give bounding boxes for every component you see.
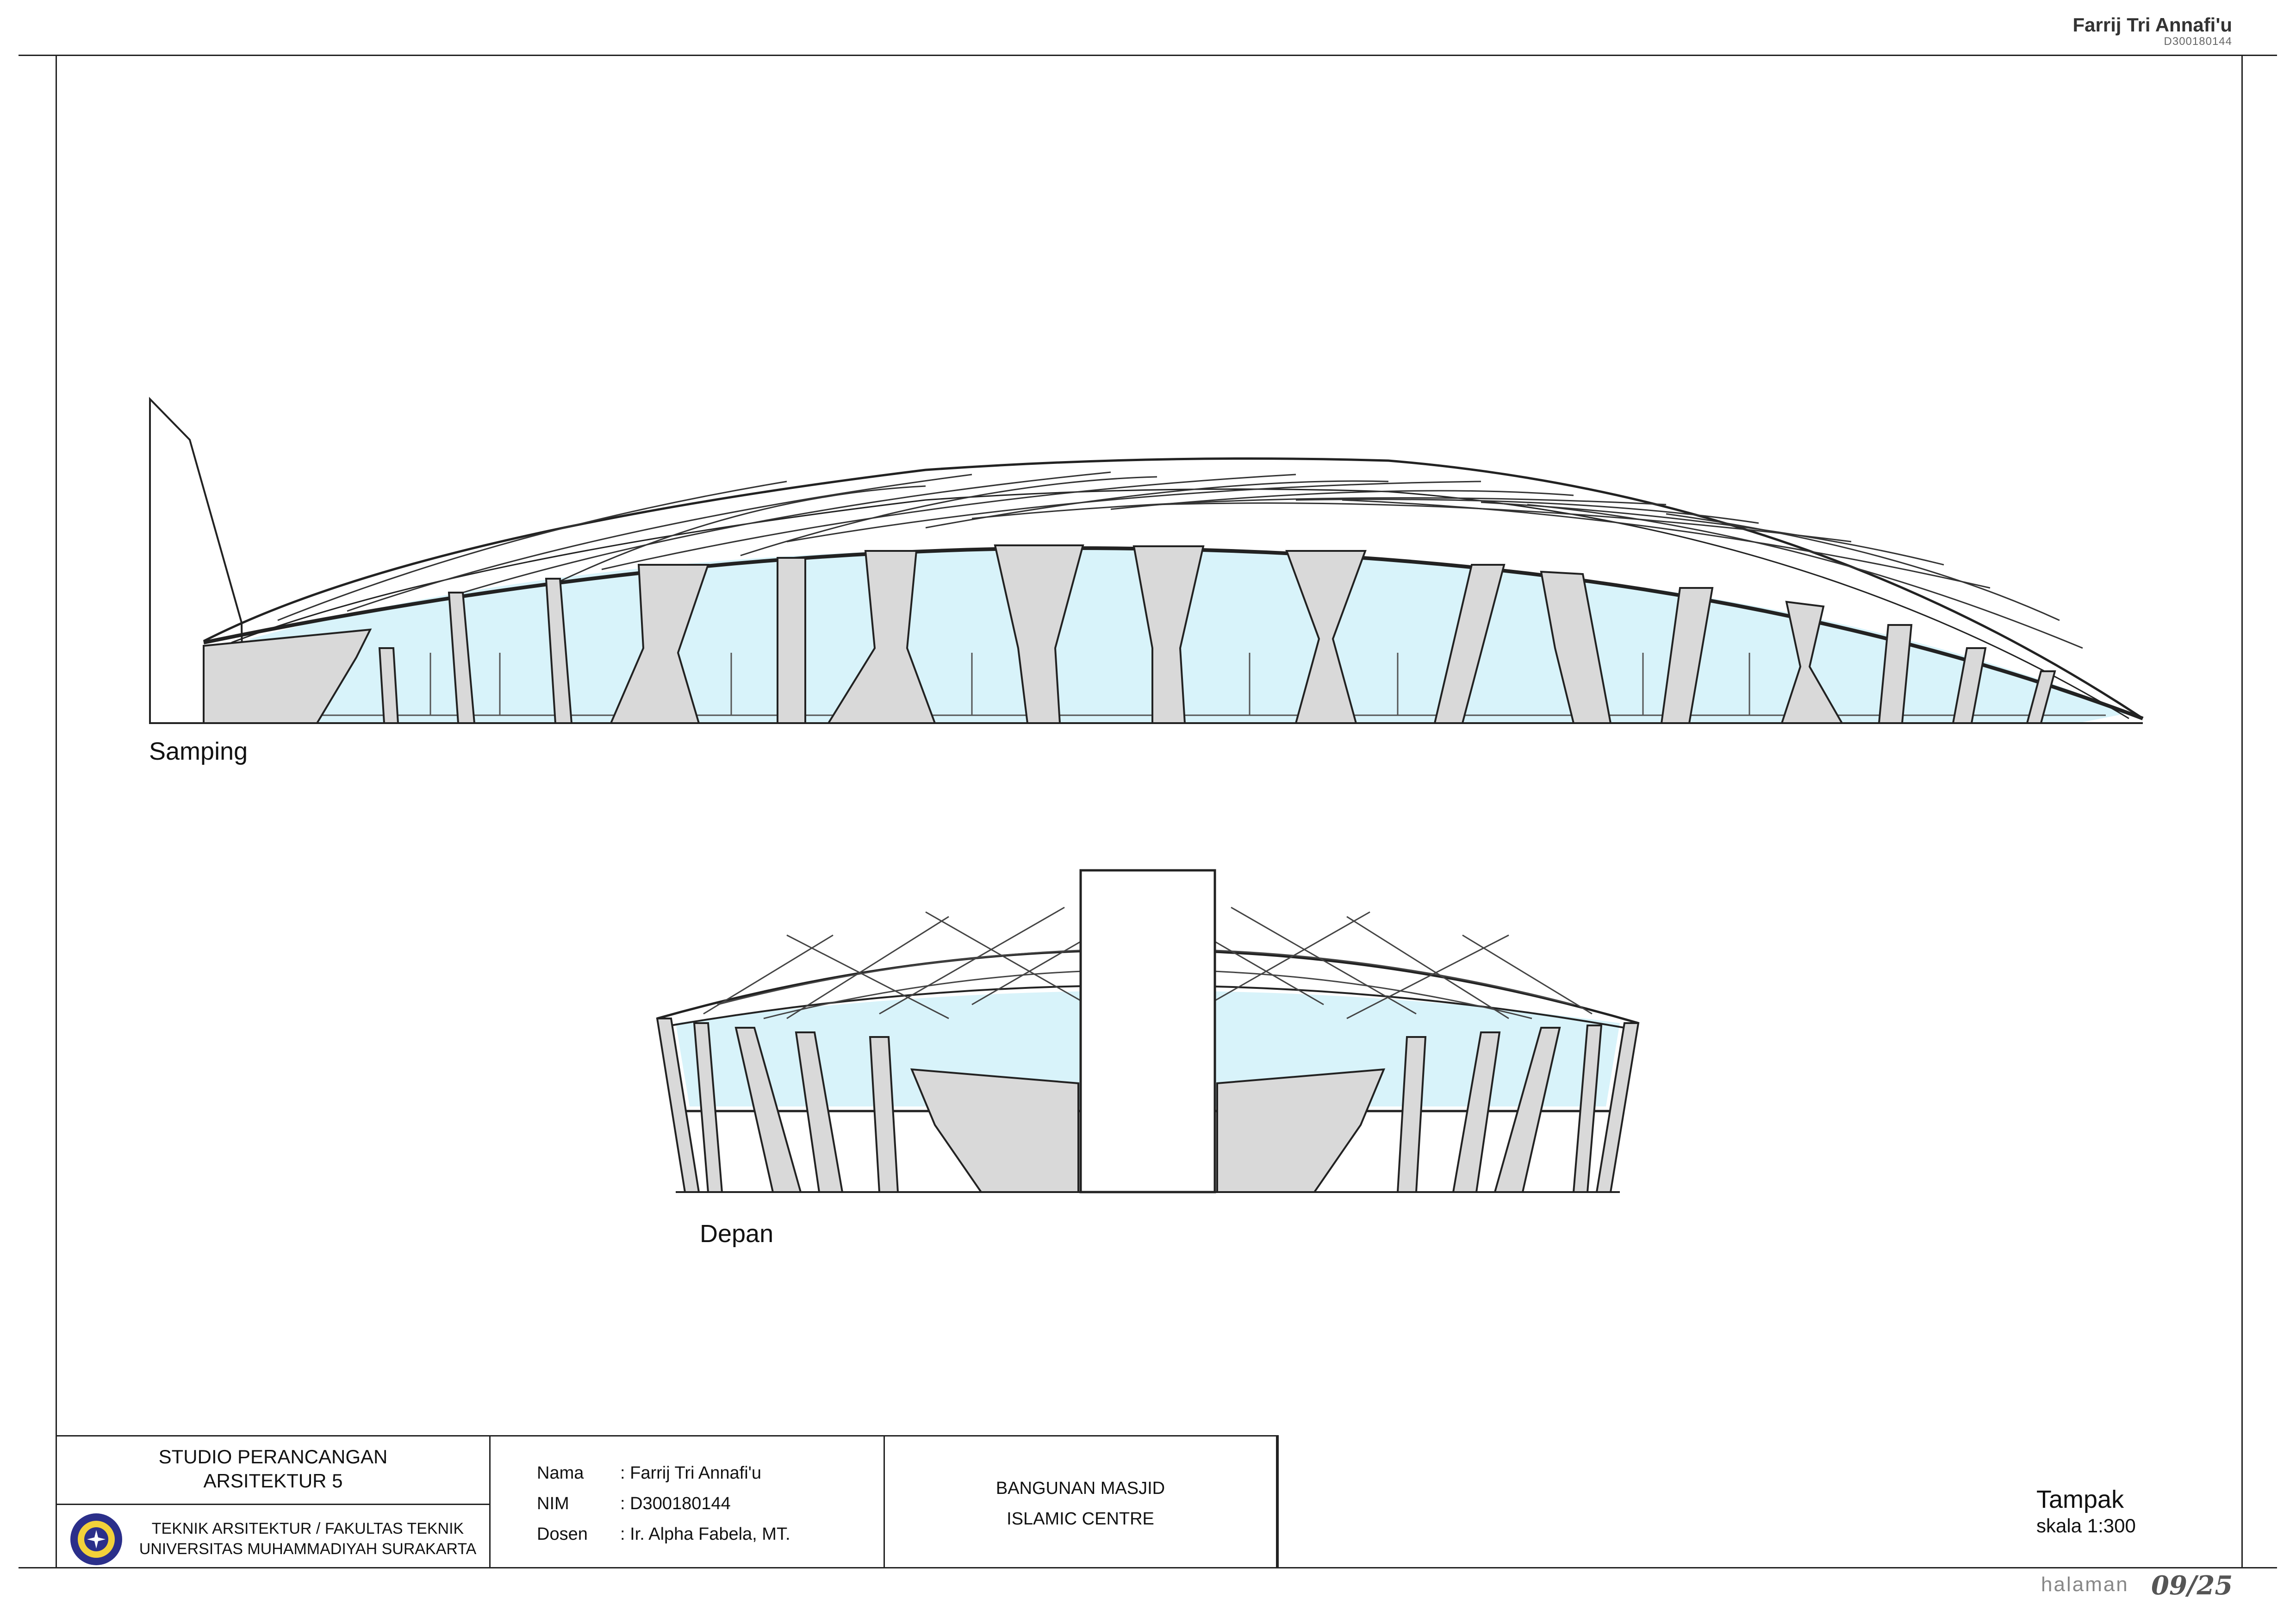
side-elevation-drawing	[149, 397, 2144, 724]
field-value-nim: : D300180144	[620, 1494, 731, 1513]
front-minaret	[1079, 869, 1216, 1193]
header-author-id: D300180144	[2164, 35, 2232, 48]
field-value-dosen: : Ir. Alpha Fabela, MT.	[620, 1524, 790, 1544]
roof-inner	[231, 488, 2129, 719]
university-logo	[70, 1513, 122, 1565]
front-view-label: Depan	[700, 1220, 774, 1248]
project-line2: ISLAMIC CENTRE	[1007, 1509, 1154, 1529]
page-label: halaman	[2041, 1573, 2129, 1596]
title-block-studio: STUDIO PERANCANGAN ARSITEKTUR 5 TEKNIK A…	[56, 1437, 491, 1568]
drawing-type-label: Tampak	[2036, 1486, 2124, 1513]
field-value-nama: : Farrij Tri Annafi'u	[620, 1463, 762, 1483]
drawing-scale: skala 1:300	[2036, 1515, 2136, 1537]
title-block: STUDIO PERANCANGAN ARSITEKTUR 5 TEKNIK A…	[56, 1435, 1279, 1568]
facade-columns	[378, 544, 2056, 724]
entrance-canopy-right	[1216, 1068, 1386, 1193]
frame-bottom-line	[19, 1567, 2277, 1568]
side-view-label: Samping	[149, 737, 248, 765]
corner-wall-left	[203, 628, 372, 724]
roof-outer	[203, 457, 2144, 720]
front-columns	[656, 1018, 1640, 1193]
dept-line2: UNIVERSITAS MUHAMMADIYAH SURAKARTA	[139, 1540, 477, 1558]
window-mullions	[429, 653, 1750, 715]
page-number: 09/25	[2151, 1570, 2233, 1601]
studio-divider	[56, 1504, 491, 1505]
title-block-info: Nama : Farrij Tri Annafi'u NIM : D300180…	[491, 1437, 885, 1568]
studio-title-line2: ARSITEKTUR 5	[203, 1470, 343, 1492]
drawing-frame	[56, 56, 2243, 1567]
title-block-project: BANGUNAN MASJID ISLAMIC CENTRE	[885, 1437, 1277, 1568]
project-line1: BANGUNAN MASJID	[996, 1479, 1165, 1498]
field-label-nama: Nama	[537, 1463, 584, 1483]
header-author-name: Farrij Tri Annafi'u	[2072, 14, 2232, 36]
frame-top-line	[19, 55, 2277, 56]
entrance-canopy-left	[910, 1068, 1079, 1193]
dept-line1: TEKNIK ARSITEKTUR / FAKULTAS TEKNIK	[151, 1520, 464, 1537]
roof-lattice	[277, 471, 2083, 649]
studio-title-line1: STUDIO PERANCANGAN	[158, 1446, 388, 1468]
front-elevation-drawing	[656, 869, 1640, 1193]
field-label-nim: NIM	[537, 1494, 569, 1513]
field-label-dosen: Dosen	[537, 1524, 588, 1544]
